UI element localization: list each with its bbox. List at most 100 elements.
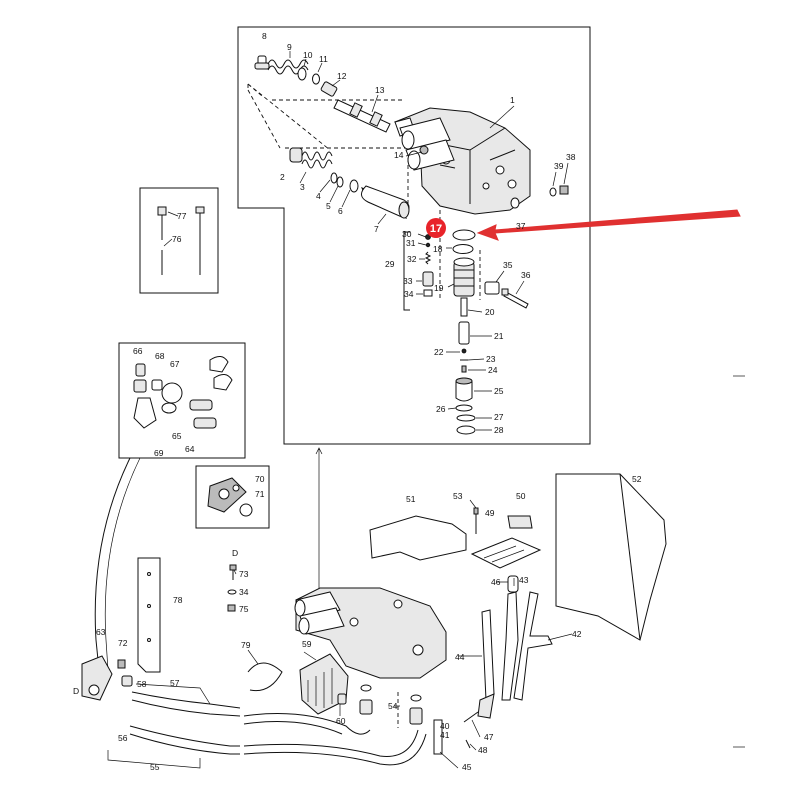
part-17-oring <box>452 229 476 241</box>
hose-57b <box>131 699 241 717</box>
callout-1: 1 <box>510 95 515 105</box>
callout-23: 23 <box>486 354 496 364</box>
part-73-bolt <box>229 564 237 580</box>
callout-8: 8 <box>262 31 267 41</box>
callout-32: 32 <box>407 254 417 264</box>
main-assembly-outline <box>237 26 591 445</box>
callout-72: 72 <box>118 638 128 648</box>
part-50-pad <box>507 515 533 529</box>
callout-34: 34 <box>404 289 414 299</box>
callout-6: 6 <box>338 206 343 216</box>
callout-41: 41 <box>440 730 450 740</box>
callout-39: 39 <box>554 161 564 171</box>
callout-68: 68 <box>155 351 165 361</box>
part-28-oring <box>456 425 476 435</box>
callout-20: 20 <box>485 307 495 317</box>
part-39-washer <box>549 187 557 197</box>
part-47-bolt <box>463 711 479 723</box>
callout-38: 38 <box>566 152 576 162</box>
callout-34-lower: 34 <box>239 587 249 597</box>
bracket-55 <box>107 750 201 769</box>
part-25-housing <box>455 377 473 402</box>
callout-33: 33 <box>403 276 413 286</box>
callout-26: 26 <box>436 404 446 414</box>
part-33-body <box>422 271 434 287</box>
part-34-washer-lower <box>227 589 237 595</box>
part-42-lever <box>513 591 553 701</box>
callout-51: 51 <box>406 494 416 504</box>
callout-65: 65 <box>172 431 182 441</box>
callout-54: 54 <box>388 701 398 711</box>
part-32-spring <box>424 251 432 265</box>
hose-55 <box>129 725 240 747</box>
part-51-plate <box>369 515 467 561</box>
inset-box-76-77 <box>139 187 219 294</box>
callout-47: 47 <box>484 732 494 742</box>
callout-24: 24 <box>488 365 498 375</box>
callout-35: 35 <box>503 260 513 270</box>
hose-60 <box>243 713 371 735</box>
callout-19: 19 <box>434 283 444 293</box>
bracket-57 <box>135 683 211 705</box>
callout-57: 57 <box>170 678 180 688</box>
part-6-ring <box>349 179 359 193</box>
callout-14: 14 <box>394 150 404 160</box>
bracket-29 <box>403 231 410 311</box>
part-18-oring <box>452 244 474 254</box>
part-59-plate <box>299 653 349 715</box>
part-38-nut <box>559 185 569 195</box>
inset-box-64-69 <box>118 342 246 459</box>
callout-56: 56 <box>118 733 128 743</box>
callout-46: 46 <box>491 577 501 587</box>
callout-31: 31 <box>406 238 416 248</box>
callout-42: 42 <box>572 629 582 639</box>
callout-63: 63 <box>96 627 106 637</box>
part-48-bolt <box>465 739 471 749</box>
callout-58: 58 <box>137 679 147 689</box>
part-1-valve-body <box>393 107 531 215</box>
highlight-badge <box>426 218 446 238</box>
callout-30: 30 <box>402 229 412 239</box>
callout-53: 53 <box>453 491 463 501</box>
part-34-nut <box>423 289 433 297</box>
dashed-guide-left <box>247 84 281 149</box>
part-52-cover <box>555 473 667 641</box>
part-63-valve <box>81 655 113 701</box>
part-2-cap <box>289 147 303 163</box>
long-hose-line <box>94 457 131 681</box>
callout-73: 73 <box>239 569 249 579</box>
hose-57 <box>131 691 241 709</box>
callout-40: 40 <box>440 721 450 731</box>
part-21-seat <box>458 321 470 345</box>
part-46-knob <box>507 575 519 593</box>
callout-69: 69 <box>154 448 164 458</box>
callout-27: 27 <box>494 412 504 422</box>
callout-22: 22 <box>434 347 444 357</box>
callout-78: 78 <box>173 595 183 605</box>
callout-50: 50 <box>516 491 526 501</box>
callout-77: 77 <box>177 211 187 221</box>
callout-29: 29 <box>385 259 395 269</box>
part-11-ring <box>312 73 320 85</box>
part-13-spool <box>333 99 391 133</box>
part-72-plug <box>117 659 126 669</box>
callout-64: 64 <box>185 444 195 454</box>
part-12-fitting <box>320 81 338 97</box>
part-31-ball <box>425 242 431 248</box>
part-7-cylinder <box>361 185 410 219</box>
part-76-bolt <box>161 206 205 275</box>
lower-valve-body <box>294 587 447 679</box>
callout-37: 37 <box>516 221 526 231</box>
callout-D-lower: D <box>73 686 79 696</box>
callout-45: 45 <box>462 762 472 772</box>
part-35-block <box>484 281 500 295</box>
callout-52: 52 <box>632 474 642 484</box>
callout-49: 49 <box>485 508 495 518</box>
part-4-washer <box>330 172 338 184</box>
parts-64-69-group <box>133 356 233 429</box>
callout-11: 11 <box>319 54 328 64</box>
part-22-ball <box>461 348 467 354</box>
part-27-oring <box>456 414 476 422</box>
leader-lines <box>163 51 573 769</box>
